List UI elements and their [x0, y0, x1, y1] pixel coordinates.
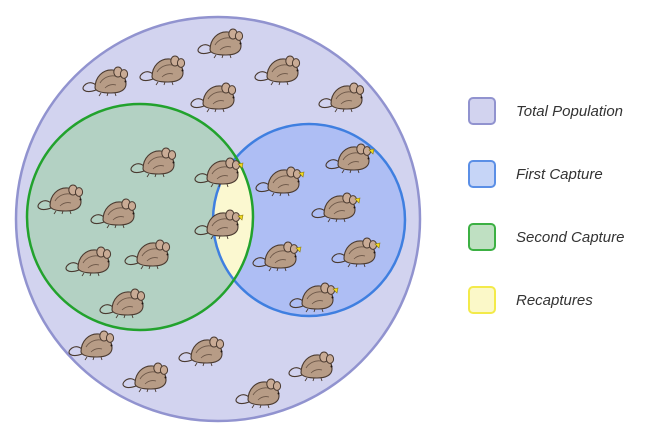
legend-label-second: Second Capture: [516, 229, 625, 246]
legend-label-recapture: Recaptures: [516, 292, 593, 309]
ear-tag-icon: [368, 148, 375, 155]
tagged-mouse-icon: [194, 209, 244, 240]
ear-tag-icon: [295, 246, 302, 253]
legend-label-first: First Capture: [516, 166, 603, 183]
ear-tag-icon: [237, 214, 244, 221]
tagged-mouse-icon: [194, 157, 244, 188]
ear-tag-icon: [332, 287, 339, 294]
tagged-mouse-icon: [289, 282, 339, 313]
tagged-mouse-icon: [255, 166, 305, 197]
legend-item-second: Second Capture: [466, 221, 651, 253]
legend-swatch-second: [468, 223, 496, 251]
legend-label-total: Total Population: [516, 103, 624, 120]
ear-tag-icon: [374, 242, 381, 249]
ear-tag-icon: [237, 162, 244, 169]
tagged-mouse-icon: [252, 241, 302, 272]
legend-item-total: Total Population: [466, 95, 651, 127]
legend-swatch-recapture: [468, 286, 496, 314]
mice-layer: [37, 28, 381, 409]
legend-item-recapture: Recaptures: [466, 284, 651, 316]
first-capture-circle: [213, 124, 405, 316]
tagged-mouse-icon: [331, 237, 381, 268]
ear-tag-icon: [354, 197, 361, 204]
second-capture-outline: [25, 102, 255, 332]
tagged-mouse-icon: [325, 143, 375, 174]
ear-tag-icon: [298, 171, 305, 178]
legend-item-first: First Capture: [466, 158, 651, 190]
legend-swatch-total: [468, 97, 496, 125]
legend-swatch-first: [468, 160, 496, 188]
tagged-mouse-icon: [311, 192, 361, 223]
